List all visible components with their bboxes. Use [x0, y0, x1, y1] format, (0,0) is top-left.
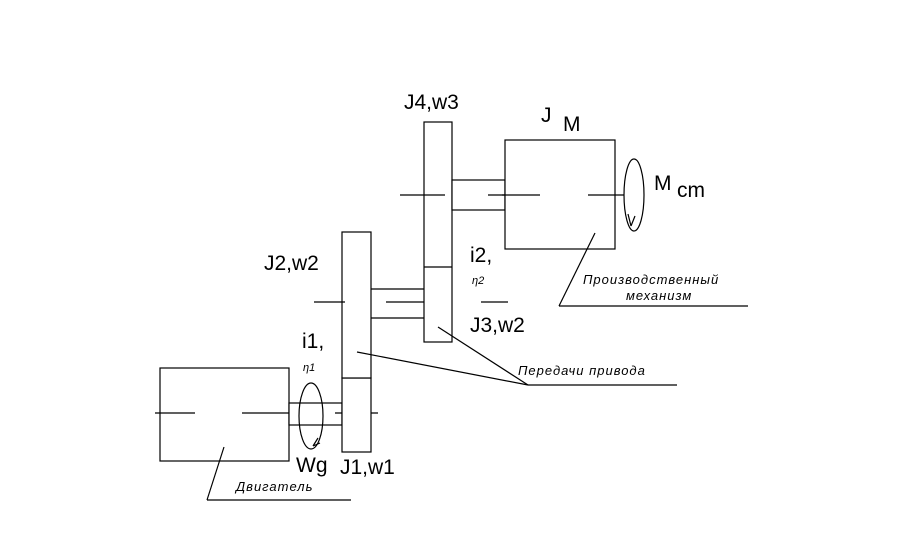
- label-i2: i2,: [470, 244, 492, 267]
- label-production-1: Производственный: [583, 272, 719, 287]
- leader-gears-1: [356, 351, 529, 386]
- label-mcm: M: [654, 172, 672, 195]
- label-gears: Передачи привода: [518, 363, 646, 378]
- label-j1: J1,w1: [340, 456, 395, 479]
- label-jm-sub: M: [563, 113, 581, 136]
- leader-motor: [206, 446, 225, 501]
- gear-j2: [341, 231, 372, 379]
- motor-block: [159, 367, 290, 462]
- rotation-arrowhead-mcm: [627, 213, 636, 227]
- gear-j3-j4: [423, 121, 453, 343]
- label-motor: Двигатель: [234, 479, 313, 494]
- motor-shaft: [288, 402, 343, 426]
- gear-j1: [341, 377, 372, 453]
- label-jm: J: [541, 104, 552, 127]
- label-wg: Wg: [296, 454, 328, 477]
- leader-gears-2: [437, 326, 529, 386]
- rotation-arrow-wg: [298, 382, 324, 450]
- label-j4: J4,w3: [404, 91, 459, 114]
- label-mcm-sub: cm: [677, 179, 705, 202]
- label-eta1: η1: [303, 362, 315, 374]
- label-j3: J3,w2: [470, 314, 525, 337]
- leader-mechanism: [558, 232, 596, 307]
- rotation-arrowhead-wg: [312, 437, 321, 447]
- label-i1: i1,: [302, 330, 324, 353]
- label-eta2: η2: [472, 275, 484, 287]
- rotation-arrow-mcm: [623, 158, 645, 232]
- label-j2: J2,w2: [264, 252, 319, 275]
- label-production-2: механизм: [626, 288, 692, 303]
